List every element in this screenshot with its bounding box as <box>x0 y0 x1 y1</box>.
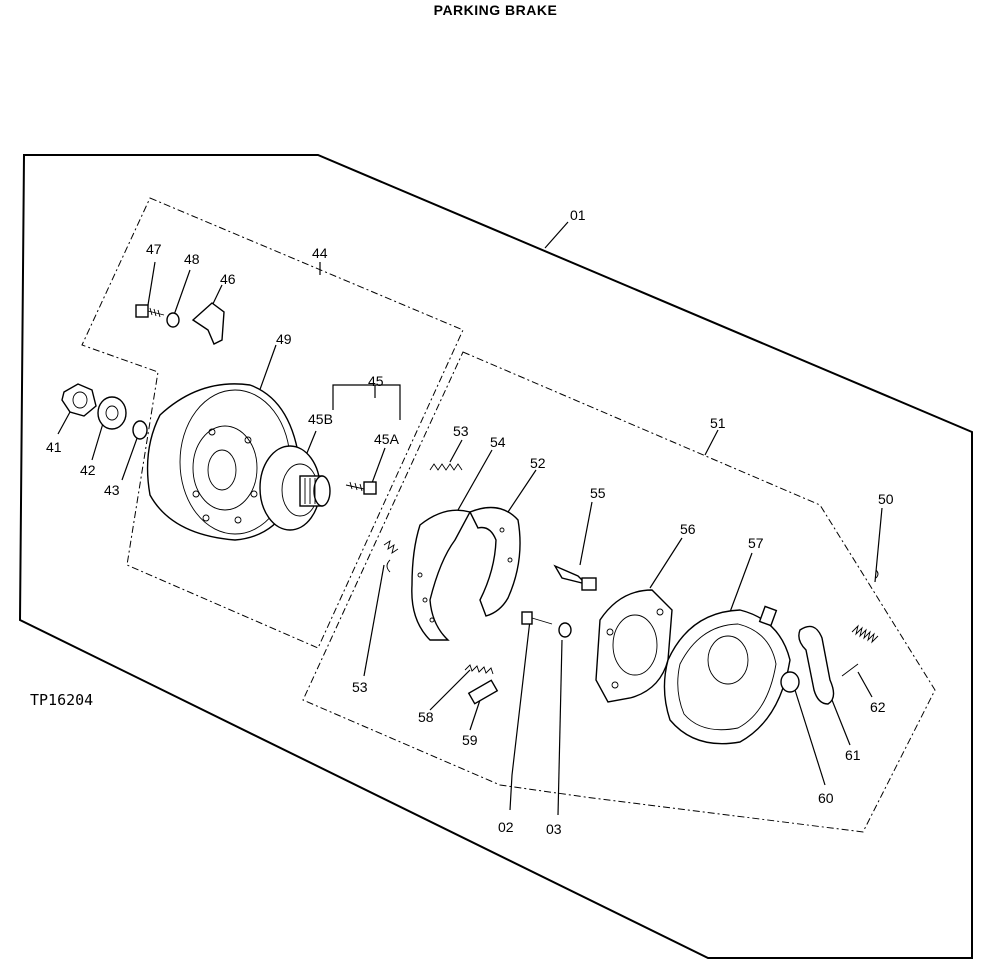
o-ring-part <box>132 420 148 440</box>
brake-shoe-part <box>411 509 472 641</box>
upper-return-spring-part <box>429 463 463 471</box>
hub-subassembly-boundary <box>81 197 464 649</box>
lower-return-spring-part <box>383 539 399 573</box>
cotter-pin-part <box>841 663 859 677</box>
callout-46: 46 <box>220 271 236 287</box>
bracket-clip-part <box>191 302 225 345</box>
wheel-stud-part <box>345 481 377 495</box>
callout-57: 57 <box>748 535 764 551</box>
callout-41: 41 <box>46 439 62 455</box>
callout-43: 43 <box>104 482 120 498</box>
outer-assembly-frame <box>18 154 973 959</box>
callout-03: 03 <box>546 821 562 837</box>
adjuster-screw-part <box>467 679 499 705</box>
callout-60: 60 <box>818 790 834 806</box>
callout-52: 52 <box>530 455 546 471</box>
callout-56: 56 <box>680 521 696 537</box>
bolt-part <box>135 304 165 318</box>
callout-50: 50 <box>878 491 894 507</box>
adjuster-spring-part <box>464 664 494 675</box>
callout-61: 61 <box>845 747 861 763</box>
callout-59: 59 <box>462 732 478 748</box>
callout-45b: 45B <box>308 411 333 427</box>
brake-subassembly-boundary <box>302 351 936 833</box>
callout-54: 54 <box>490 434 506 450</box>
lever-washer-part <box>780 671 800 693</box>
actuator-pin-part <box>553 564 597 591</box>
callout-49: 49 <box>276 331 292 347</box>
hub-flange-part <box>259 445 331 531</box>
backing-plate-part <box>595 589 673 703</box>
brake-shoe-lined-part <box>469 506 521 617</box>
parking-spring-part <box>851 569 879 644</box>
callout-62: 62 <box>870 699 886 715</box>
callout-45: 45 <box>368 373 384 389</box>
callout-42: 42 <box>80 462 96 478</box>
leader-lines <box>57 221 883 816</box>
callout-53-lower: 53 <box>352 679 368 695</box>
mounting-bolt-part <box>521 611 553 625</box>
callout-45a: 45A <box>374 431 400 447</box>
callout-51: 51 <box>710 415 726 431</box>
callout-47: 47 <box>146 241 162 257</box>
page-title: PARKING BRAKE <box>433 2 558 18</box>
dust-shield-part <box>663 605 791 745</box>
callout-44: 44 <box>312 245 328 261</box>
hex-nut-part <box>61 383 97 417</box>
callout-58: 58 <box>418 709 434 725</box>
callout-55: 55 <box>590 485 606 501</box>
actuating-lever-part <box>798 625 835 705</box>
lock-washer-part <box>166 312 180 328</box>
callout-48: 48 <box>184 251 200 267</box>
figure-id: TP16204 <box>30 691 94 709</box>
washer-part <box>97 396 127 430</box>
callout-02: 02 <box>498 819 514 835</box>
callout-53-upper: 53 <box>453 423 469 439</box>
callout-01: 01 <box>570 207 586 223</box>
callout-labels: 01 44 47 48 46 49 45 45B 45A 41 42 43 53… <box>46 207 894 837</box>
mounting-washer-part <box>558 622 572 638</box>
